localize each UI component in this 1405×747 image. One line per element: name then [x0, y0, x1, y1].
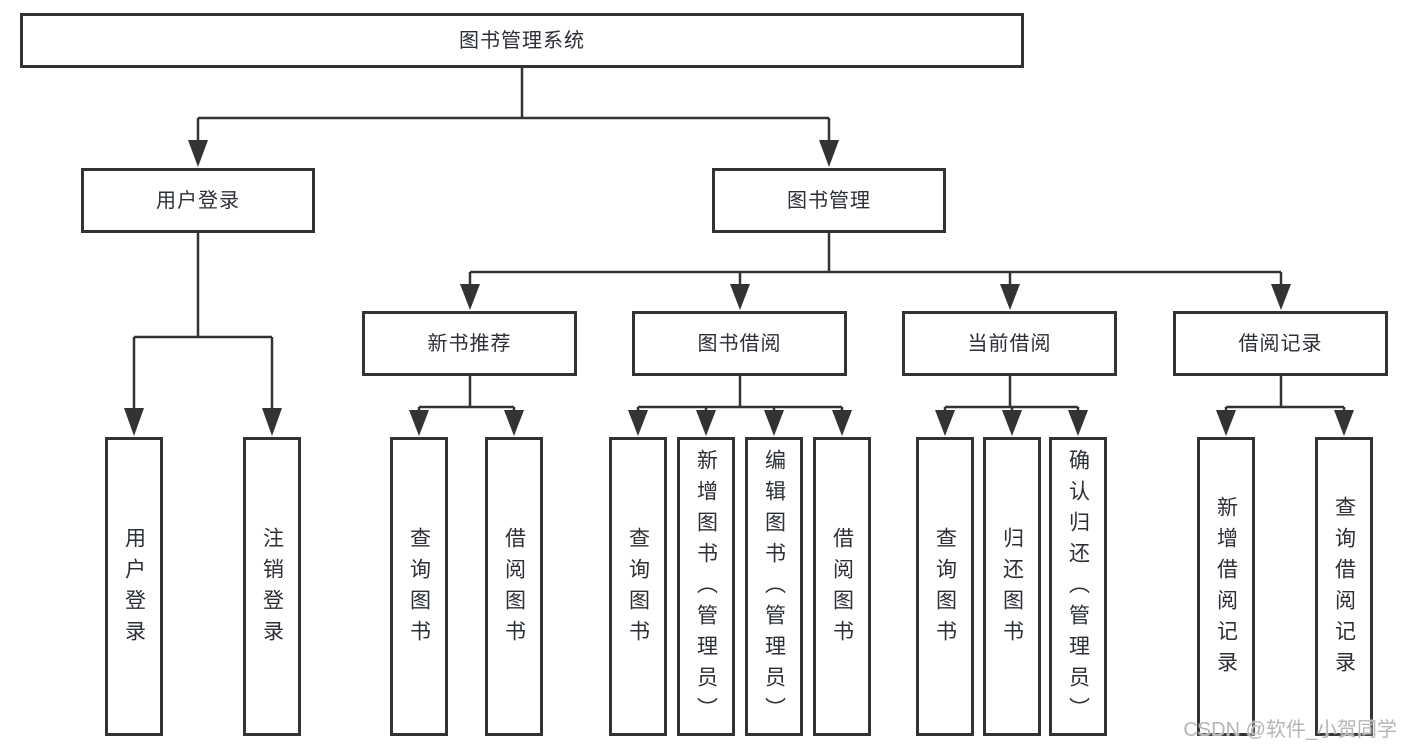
- node-library-management-system: 图书管理系统: [20, 13, 1024, 68]
- arrow-down-icon: [832, 410, 852, 436]
- leaf-query-books-recommend: 查询图书: [390, 437, 448, 736]
- node-book-borrow: 图书借阅: [632, 311, 847, 376]
- arrow-down-icon: [1334, 410, 1354, 436]
- leaf-add-books-admin: 新增图书（管理员）: [677, 437, 735, 736]
- arrow-down-icon: [409, 410, 429, 436]
- arrow-down-icon: [819, 140, 839, 167]
- leaf-return-books: 归还图书: [983, 437, 1041, 736]
- node-book-management: 图书管理: [712, 168, 946, 233]
- arrow-down-icon: [504, 410, 524, 436]
- arrow-down-icon: [935, 410, 955, 436]
- leaf-query-books-borrow: 查询图书: [609, 437, 667, 736]
- arrow-down-icon: [696, 410, 716, 436]
- arrow-down-icon: [124, 408, 144, 436]
- node-new-book-recommend: 新书推荐: [362, 311, 577, 376]
- leaf-add-borrow-record: 新增借阅记录: [1197, 437, 1255, 736]
- csdn-watermark: CSDN @软件_小贺同学: [1183, 719, 1397, 741]
- arrow-down-icon: [1000, 284, 1020, 310]
- arrow-down-icon: [1002, 410, 1022, 436]
- arrow-down-icon: [1068, 410, 1088, 436]
- arrow-down-icon: [460, 284, 480, 310]
- leaf-borrow-books-borrow: 借阅图书: [813, 437, 871, 736]
- leaf-user-login: 用户登录: [105, 437, 163, 736]
- leaf-edit-books-admin: 编辑图书（管理员）: [745, 437, 803, 736]
- node-borrow-records: 借阅记录: [1173, 311, 1388, 376]
- node-current-borrow: 当前借阅: [902, 311, 1117, 376]
- leaf-query-borrow-record: 查询借阅记录: [1315, 437, 1373, 736]
- arrow-down-icon: [1216, 410, 1236, 436]
- leaf-borrow-books-recommend: 借阅图书: [485, 437, 543, 736]
- leaf-logout-login: 注销登录: [243, 437, 301, 736]
- arrow-down-icon: [764, 410, 784, 436]
- arrow-down-icon: [628, 410, 648, 436]
- arrow-down-icon: [1271, 284, 1291, 310]
- arrowhead-icons: [124, 140, 1354, 436]
- connector-paths: [132, 68, 1346, 412]
- arrow-down-icon: [188, 140, 208, 167]
- leaf-query-books-current: 查询图书: [916, 437, 974, 736]
- node-user-login: 用户登录: [81, 168, 315, 233]
- arrow-down-icon: [262, 408, 282, 436]
- arrow-down-icon: [730, 284, 750, 310]
- leaf-confirm-return-admin: 确认归还（管理员）: [1049, 437, 1107, 736]
